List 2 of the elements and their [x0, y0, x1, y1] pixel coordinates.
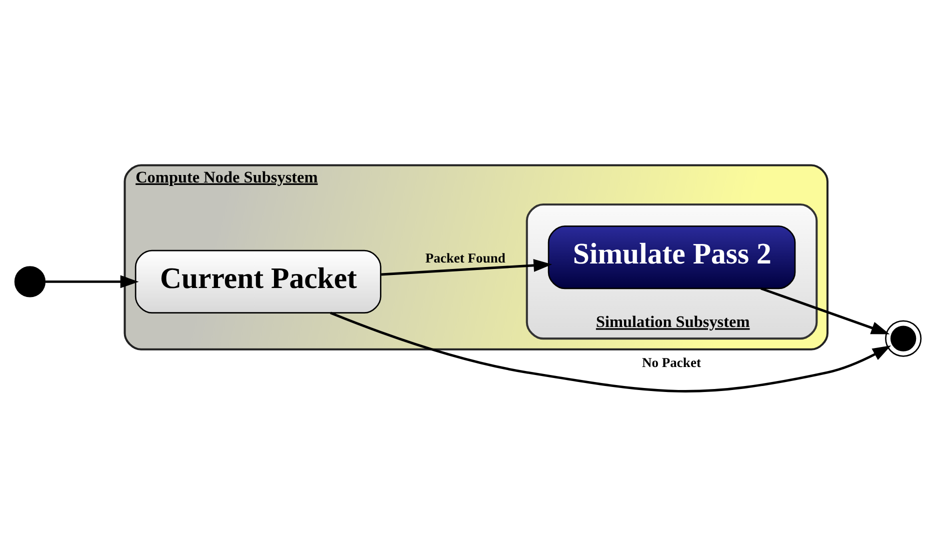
edge-label: No Packet	[641, 354, 700, 370]
edge-label: Packet Found	[424, 250, 505, 266]
